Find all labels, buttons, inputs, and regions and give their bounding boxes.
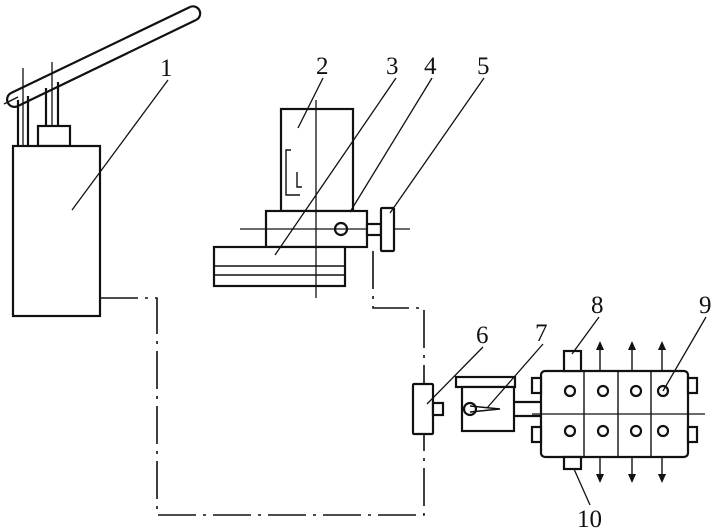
callout-7: 7 xyxy=(535,320,548,347)
callout-4: 4 xyxy=(424,53,437,80)
callout-10: 10 xyxy=(577,506,602,531)
callout-2: 2 xyxy=(316,53,329,80)
leader-lines xyxy=(71,77,707,506)
callout-3: 3 xyxy=(386,53,399,80)
callout-8: 8 xyxy=(591,292,604,319)
callout-1: 1 xyxy=(160,55,173,82)
callout-9: 9 xyxy=(699,292,712,319)
component-8-inlet-fitting xyxy=(562,349,583,373)
motor-shaft xyxy=(365,222,383,237)
callout-5: 5 xyxy=(477,53,490,80)
component-9-distributor xyxy=(530,369,705,459)
pipelines xyxy=(100,251,425,516)
tank-body xyxy=(11,144,102,318)
tank-cap xyxy=(36,124,72,148)
component-5-coupling xyxy=(379,206,396,253)
component-10-outlet-fitting xyxy=(562,455,583,471)
component-1-pump-tank xyxy=(3,5,202,318)
component-7-pump xyxy=(460,385,516,433)
motor-assembly xyxy=(212,100,410,298)
callout-labels: 1 2 3 4 5 6 7 8 9 10 xyxy=(160,53,712,531)
pump-lever xyxy=(3,5,202,108)
component-6-coupling xyxy=(411,382,435,436)
distributor-assembly xyxy=(411,341,705,483)
pump-shaft xyxy=(431,401,445,417)
callout-6: 6 xyxy=(476,322,489,349)
outlet-arrows xyxy=(596,341,666,483)
